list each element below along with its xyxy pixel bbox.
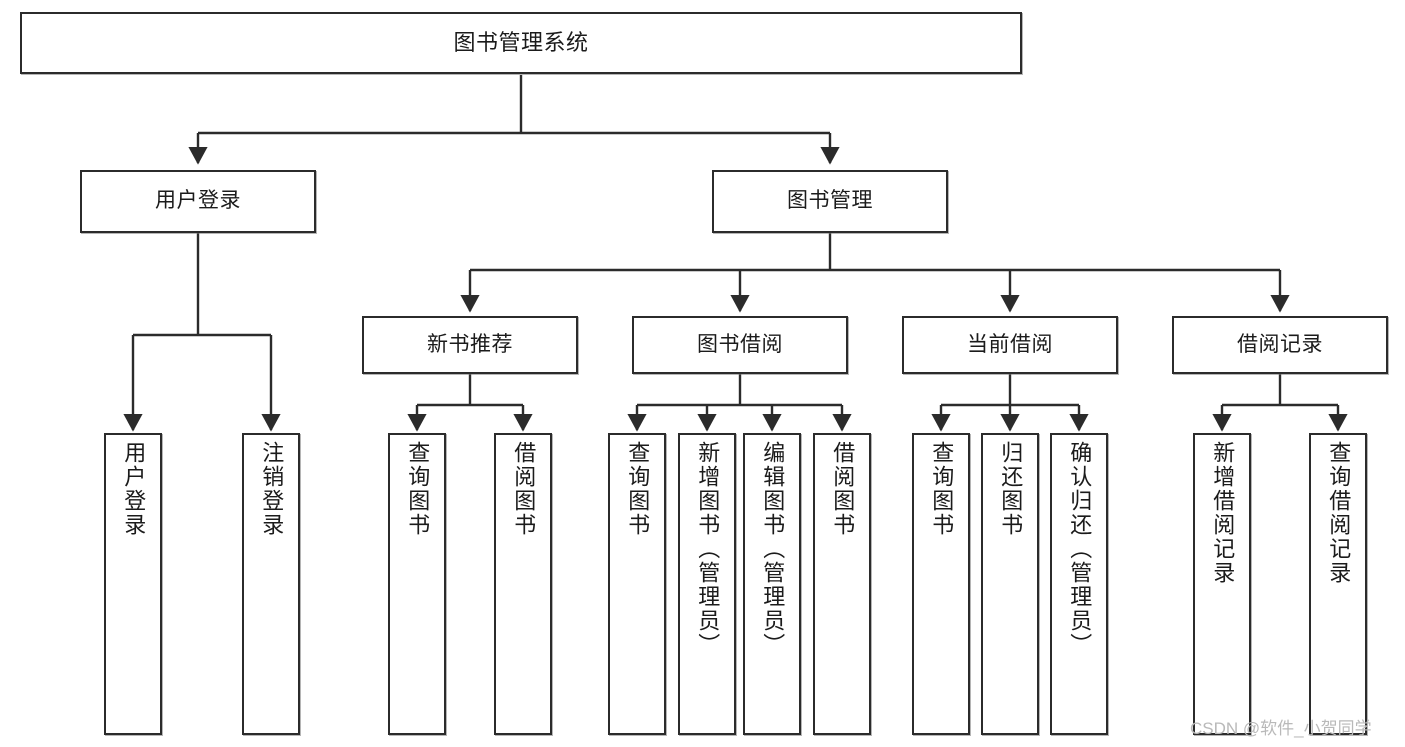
leaf-book-borrow-3-label: 借阅图书 [830, 441, 856, 537]
leaf-current-borrow-2[interactable]: 确认归还（管理员） [1050, 433, 1108, 735]
node-borrow-record[interactable]: 借阅记录 [1172, 316, 1388, 374]
leaf-new-book-1[interactable]: 借阅图书 [494, 433, 552, 735]
node-root-label: 图书管理系统 [453, 30, 589, 56]
node-book-borrow-label: 图书借阅 [697, 332, 783, 356]
leaf-user-login-1-label: 注销登录 [259, 441, 285, 537]
node-current-borrow[interactable]: 当前借阅 [902, 316, 1118, 374]
leaf-book-borrow-1-label: 新增图书（管理员） [695, 441, 721, 657]
node-root[interactable]: 图书管理系统 [20, 12, 1022, 74]
leaf-current-borrow-0[interactable]: 查询图书 [912, 433, 970, 735]
leaf-borrow-record-0-label: 新增借阅记录 [1210, 441, 1236, 585]
leaf-book-borrow-0[interactable]: 查询图书 [608, 433, 666, 735]
node-new-book-recommend[interactable]: 新书推荐 [362, 316, 578, 374]
node-borrow-record-label: 借阅记录 [1237, 332, 1323, 356]
leaf-current-borrow-0-label: 查询图书 [929, 441, 955, 537]
leaf-new-book-0-label: 查询图书 [405, 441, 431, 537]
watermark: CSDN @软件_小贺同学 [1190, 719, 1372, 738]
leaf-book-borrow-0-label: 查询图书 [625, 441, 651, 537]
node-book-management[interactable]: 图书管理 [712, 170, 948, 233]
leaf-borrow-record-0[interactable]: 新增借阅记录 [1193, 433, 1251, 735]
leaf-book-borrow-1[interactable]: 新增图书（管理员） [678, 433, 736, 735]
leaf-current-borrow-2-label: 确认归还（管理员） [1067, 441, 1093, 657]
leaf-current-borrow-1[interactable]: 归还图书 [981, 433, 1039, 735]
leaf-borrow-record-1[interactable]: 查询借阅记录 [1309, 433, 1367, 735]
leaf-book-borrow-2[interactable]: 编辑图书（管理员） [743, 433, 801, 735]
leaf-user-login-1[interactable]: 注销登录 [242, 433, 300, 735]
leaf-user-login-0-label: 用户登录 [121, 441, 147, 537]
leaf-current-borrow-1-label: 归还图书 [998, 441, 1024, 537]
node-user-login-label: 用户登录 [155, 189, 241, 213]
node-book-management-label: 图书管理 [787, 189, 873, 213]
node-book-borrow[interactable]: 图书借阅 [632, 316, 848, 374]
leaf-user-login-0[interactable]: 用户登录 [104, 433, 162, 735]
node-new-book-recommend-label: 新书推荐 [427, 332, 513, 356]
node-current-borrow-label: 当前借阅 [967, 332, 1053, 356]
leaf-new-book-0[interactable]: 查询图书 [388, 433, 446, 735]
node-user-login[interactable]: 用户登录 [80, 170, 316, 233]
leaf-book-borrow-2-label: 编辑图书（管理员） [760, 441, 786, 657]
leaf-book-borrow-3[interactable]: 借阅图书 [813, 433, 871, 735]
leaf-borrow-record-1-label: 查询借阅记录 [1326, 441, 1352, 585]
leaf-new-book-1-label: 借阅图书 [511, 441, 537, 537]
